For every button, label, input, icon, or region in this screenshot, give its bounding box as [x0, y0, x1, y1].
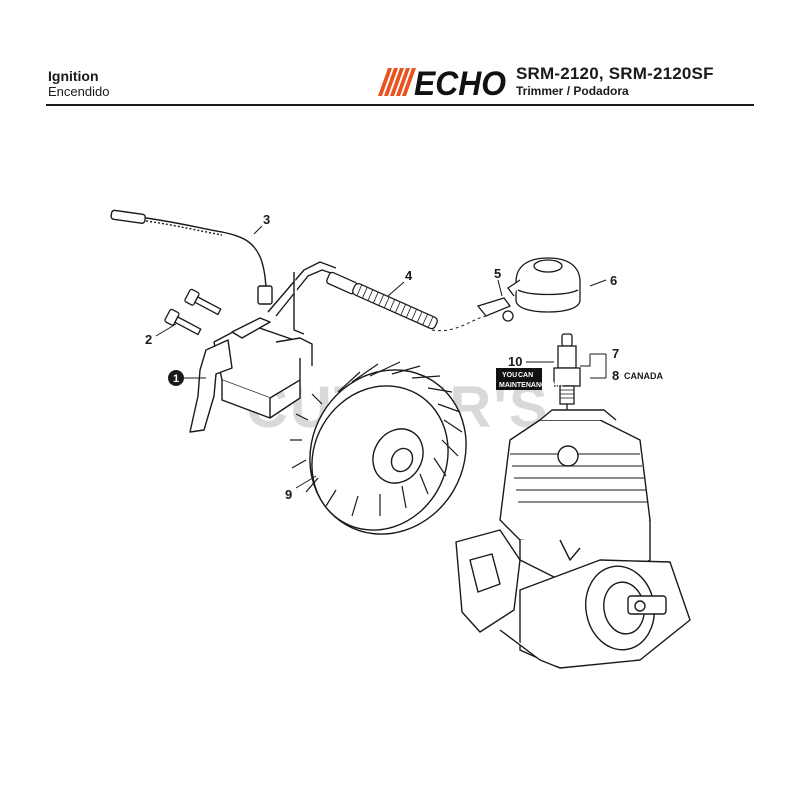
callout-labels: 1 2 3 4 5 6 7 8 CANADA 9 10	[145, 212, 663, 502]
callout-leaders	[155, 225, 607, 489]
section-title: Ignition	[48, 68, 99, 84]
section-title-spanish: Encendido	[48, 84, 110, 99]
part-7-spark-plug	[553, 333, 581, 413]
badge-line-1: YOU	[502, 372, 517, 379]
echo-logo: ECHO	[378, 65, 506, 100]
header-rule	[46, 104, 754, 106]
part-4-boot-spring	[326, 271, 438, 330]
callout-1: 1	[173, 373, 179, 385]
callout-9: 9	[285, 487, 292, 502]
callout-1-circle	[168, 370, 184, 386]
logo-wordmark: ECHO	[414, 65, 506, 100]
model-number: SRM-2120, SRM-2120SF	[516, 64, 714, 83]
part-5-terminal	[476, 297, 514, 322]
part-3-lead-wire	[110, 209, 273, 305]
callout-3: 3	[263, 212, 270, 227]
page-header: Ignition Encendido ECHO SRM-2120, SRM-21…	[0, 0, 800, 110]
callout-7: 7	[612, 346, 619, 361]
model-block: SRM-2120, SRM-2120SF Trimmer / Podadora	[516, 64, 714, 98]
callout-8: 8	[612, 368, 619, 383]
logo-stripes	[378, 68, 416, 96]
callout-8-note: CANADA	[624, 371, 663, 381]
part-9-flywheel	[290, 361, 467, 535]
part-6-plug-cap	[507, 257, 581, 313]
part-1-ignition-coil	[189, 261, 337, 433]
part-10-maintenance-kit-badge: YOU CAN MAINTENANCE KIT	[496, 368, 565, 390]
callout-6: 6	[610, 273, 617, 288]
callout-5: 5	[494, 266, 501, 281]
callout-10: 10	[508, 354, 522, 369]
badge-line-2: CAN	[518, 372, 533, 379]
connection-dashed-line	[431, 315, 487, 332]
callout-4: 4	[405, 268, 413, 283]
section-title-block: Ignition Encendido	[48, 68, 109, 100]
product-name: Trimmer / Podadora	[516, 84, 629, 98]
callout-2: 2	[145, 332, 152, 347]
part-2-screws	[164, 288, 222, 336]
badge-line-3: MAINTENANCE KIT	[499, 382, 565, 389]
engine-crankcase	[455, 409, 691, 669]
